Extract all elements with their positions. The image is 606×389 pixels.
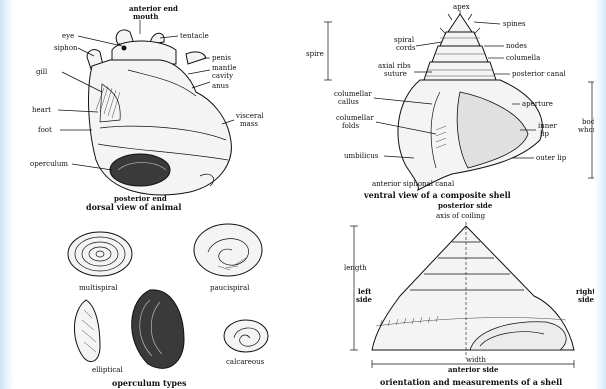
- label-spiral: spiral: [394, 36, 415, 44]
- penis-shape: [186, 52, 206, 64]
- label-aperture: aperture: [522, 100, 553, 108]
- caption-orientation: orientation and measurements of a shell: [380, 377, 562, 387]
- label-mouth: mouth: [133, 12, 159, 21]
- multispiral-operculum: [68, 232, 132, 276]
- label-columellar-2: columellar: [336, 114, 374, 122]
- label-penis: penis: [212, 54, 231, 62]
- ventral-view-panel: apex spines spiral cords nodes columella…: [306, 3, 599, 200]
- label-operculum: operculum: [30, 160, 68, 168]
- caption-operculum: operculum types: [112, 378, 187, 388]
- label-cords: cords: [396, 44, 416, 52]
- dorsal-view-panel: anterior end mouth tentacle eye siphon p…: [30, 4, 264, 212]
- apex-whorl: [448, 14, 472, 32]
- label-cavity: cavity: [212, 72, 233, 80]
- label-outer-lip: outer lip: [536, 154, 567, 162]
- operculum-shape: [110, 154, 170, 186]
- label-siphon: siphon: [54, 44, 78, 52]
- label-width: width: [466, 356, 487, 364]
- label-multispiral: multispiral: [79, 284, 118, 292]
- label-side-left: side: [356, 295, 372, 304]
- label-mass: mass: [240, 120, 258, 128]
- label-umbilicus: umbilicus: [344, 152, 379, 160]
- label-apex: apex: [453, 3, 470, 11]
- spire-whorl-2: [440, 32, 480, 46]
- label-side-right: side: [578, 295, 594, 304]
- right-blue-border: [594, 0, 606, 389]
- leader-eye: [78, 36, 122, 46]
- label-posterior-side: posterior side: [438, 201, 493, 210]
- label-tentacle: tentacle: [180, 32, 209, 40]
- label-inner: inner: [538, 122, 557, 130]
- label-spire: spire: [306, 50, 324, 58]
- paucispiral-operculum: [194, 224, 262, 276]
- label-anterior-side: anterior side: [448, 365, 499, 374]
- label-posterior-canal: posterior canal: [512, 70, 566, 78]
- operculum-types-panel: multispiral paucispiral elliptical calca…: [68, 224, 268, 388]
- eye-dot: [122, 46, 127, 51]
- label-callus: callus: [338, 98, 359, 106]
- label-columella: columella: [506, 54, 540, 62]
- spire-whorl-4: [424, 62, 496, 80]
- label-spines: spines: [503, 20, 526, 28]
- elliptical-operculum: [74, 300, 100, 362]
- orientation-panel: posterior side axis of coiling length le…: [344, 201, 596, 387]
- caption-dorsal: dorsal view of animal: [86, 202, 181, 212]
- label-paucispiral: paucispiral: [210, 284, 250, 292]
- label-gill: gill: [36, 68, 48, 76]
- label-lip: lip: [540, 130, 549, 138]
- label-length: length: [344, 264, 367, 272]
- calcareous-operculum: [224, 320, 268, 352]
- left-blue-border: [0, 0, 14, 389]
- label-visceral: visceral: [235, 112, 264, 120]
- label-elliptical: elliptical: [92, 366, 123, 374]
- label-axial-ribs: axial ribs: [378, 62, 411, 70]
- leader-anus: [192, 82, 210, 88]
- leader-spines: [474, 22, 500, 24]
- leader-mantle: [188, 70, 210, 74]
- label-columellar: columellar: [334, 90, 372, 98]
- leader-spiral: [416, 42, 442, 46]
- label-eye: eye: [62, 32, 74, 40]
- label-anus: anus: [212, 82, 229, 90]
- label-suture: suture: [384, 70, 407, 78]
- label-axis-of-coiling: axis of coiling: [436, 212, 486, 220]
- dark-operculum: [132, 290, 184, 369]
- label-nodes: nodes: [506, 42, 527, 50]
- label-heart: heart: [32, 106, 51, 114]
- label-anterior-siphonal-canal: anterior siphonal canal: [372, 180, 455, 188]
- label-folds: folds: [342, 122, 360, 130]
- label-calcareous: calcareous: [226, 358, 265, 366]
- caption-ventral: ventral view of a composite shell: [363, 190, 511, 200]
- label-mantle: mantle: [212, 64, 237, 72]
- label-foot: foot: [38, 126, 52, 134]
